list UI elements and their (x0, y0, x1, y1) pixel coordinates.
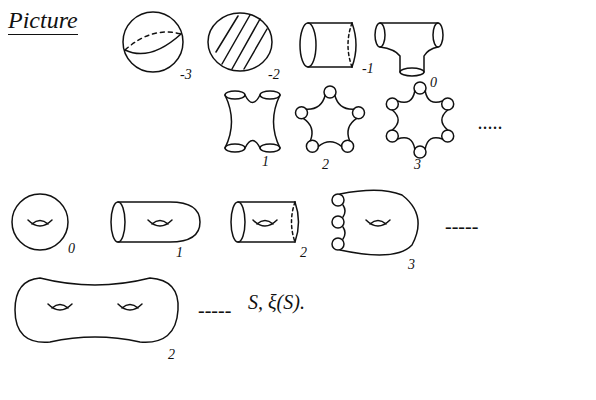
boundary-arc (303, 118, 312, 140)
cylinder (300, 23, 356, 67)
boundary-arc (425, 91, 442, 102)
torus-three-boundaries (332, 190, 418, 255)
boundary-arc (425, 138, 442, 149)
heading-label: Picture (8, 8, 78, 35)
boundary-circle (442, 98, 454, 110)
euler-number: -2 (268, 68, 280, 82)
boundary-arc (348, 118, 357, 140)
euler-number: 1 (176, 246, 183, 260)
boundary-circle (386, 130, 398, 142)
ellipsis: ..... (478, 112, 503, 132)
formula-label: S, ξ(S). (248, 292, 305, 312)
torus-two-boundaries (231, 202, 299, 242)
boundary-circle (306, 140, 318, 152)
five-holed-sphere (296, 86, 365, 152)
boundary-circle (324, 86, 336, 98)
boundary-arc (335, 96, 354, 110)
boundary-circle (386, 98, 398, 110)
boundary-arc (398, 91, 415, 102)
euler-number: 2 (300, 246, 307, 260)
boundary-arc (318, 142, 341, 147)
boundary-circle (342, 140, 354, 152)
four-holed-sphere (225, 91, 280, 152)
euler-number: 0 (430, 76, 437, 90)
boundary-arc (392, 110, 398, 130)
euler-number: 1 (262, 155, 269, 169)
sphere (123, 12, 183, 72)
genus-two-surface (15, 278, 178, 342)
pants (375, 23, 443, 76)
disc (208, 13, 272, 71)
euler-number: -1 (362, 62, 374, 76)
euler-number: -3 (180, 68, 192, 82)
boundary-arc (442, 110, 448, 130)
euler-number: 2 (322, 158, 329, 172)
euler-number: 3 (414, 158, 421, 172)
boundary-circle (353, 107, 365, 119)
boundary-circle (442, 130, 454, 142)
euler-number: 2 (168, 348, 175, 362)
boundary-circle (414, 146, 426, 158)
euler-number: 0 (68, 242, 75, 256)
ellipsis: ----- (198, 300, 231, 320)
boundary-circle (296, 107, 308, 119)
euler-number: 3 (408, 258, 415, 272)
boundary-arc (398, 138, 415, 149)
boundary-circle (414, 82, 426, 94)
ellipsis: ----- (445, 216, 478, 236)
six-holed-sphere (386, 82, 453, 158)
boundary-arc (306, 96, 325, 110)
torus (12, 194, 68, 250)
torus-one-boundary (111, 202, 200, 242)
